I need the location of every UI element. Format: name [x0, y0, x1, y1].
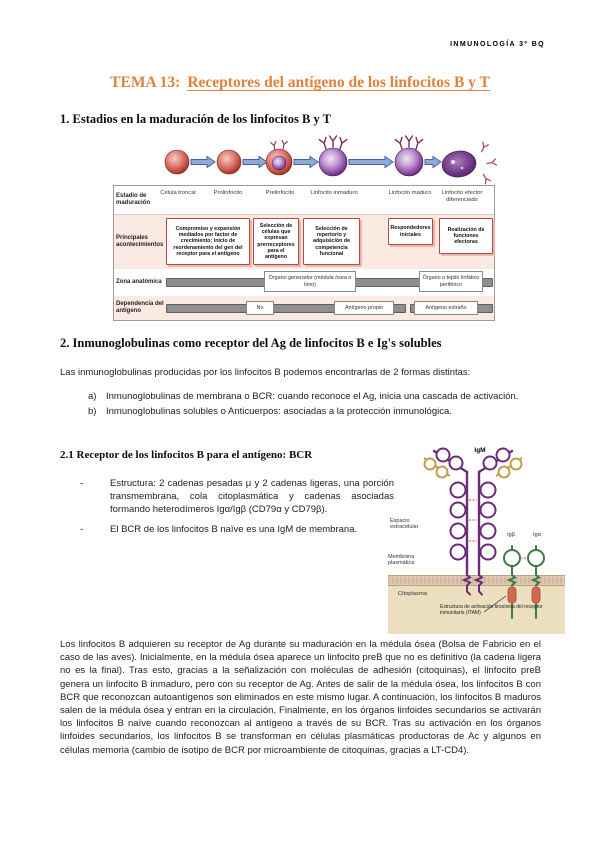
igm-domains — [435, 447, 511, 561]
course-header: INMUNOLOGÍA 3º BQ — [450, 41, 545, 48]
bcr-bullet-list: - Estructura: 2 cadenas pesadas μ y 2 ca… — [72, 477, 394, 542]
list-marker-a: a) — [88, 391, 97, 402]
title-prefix: TEMA 13: — [110, 74, 181, 91]
effector-lymphocyte-cell — [441, 141, 498, 185]
row-stage — [114, 186, 494, 214]
list-item-a-text: Inmunoglobulinas de membrana o BCR: cuan… — [106, 391, 519, 402]
bcr-graphic — [388, 447, 565, 634]
figure-maturation-stages: Estadio de maduración Principales aconte… — [113, 133, 498, 325]
bullet-naive-igm-text: El BCR de los linfocitos B naïve es una … — [110, 523, 358, 535]
dependence-label-self-antigen: Antígeno propio — [334, 301, 394, 315]
dependence-label-no: No — [246, 301, 274, 315]
section-2-heading: 2. Inmunoglobulinas como receptor del Ag… — [60, 336, 442, 350]
itam-motifs — [507, 586, 541, 604]
ig-beta-label: Igβ — [507, 532, 515, 538]
bullet-marker: - — [80, 523, 84, 535]
event-box-effector-functions: Realización de funciones efectoras — [439, 218, 493, 254]
closing-paragraph: Los linfocitos B adquieren su receptor d… — [60, 639, 541, 756]
list-marker-b: b) — [88, 406, 97, 418]
row-label-events: Principales acontecimientos — [116, 234, 164, 248]
bullet-structure: - Estructura: 2 cadenas pesadas μ y 2 ca… — [72, 477, 394, 517]
list-item-b: b) Inmunoglobulinas solubles o Anticuerp… — [88, 405, 540, 418]
prolymphocyte-cell — [216, 149, 242, 175]
stage-label-stem: Célula troncal — [160, 190, 196, 196]
igm-light-chains — [423, 457, 523, 479]
ig-alpha-label: Igα — [533, 532, 541, 538]
stage-label-prelymphocyte: Prelinfocito — [265, 190, 295, 196]
bullet-naive-igm: - El BCR de los linfocitos B naïve es un… — [72, 523, 394, 536]
page-title: TEMA 13: Receptores del antígeno de los l… — [0, 74, 600, 92]
stage-label-immature: Linfocito inmaduro — [310, 190, 358, 196]
maturation-table: Estadio de maduración Principales aconte… — [113, 185, 495, 321]
zone-label-generator-organ: Órgano generador (médula ósea o timo) — [264, 271, 356, 292]
cytoplasm-label: Citoplasma — [398, 591, 427, 597]
event-box-initial-responders: Respondedores iniciales — [388, 218, 433, 245]
stage-label-effector: Linfocito efector diferenciado — [441, 190, 483, 203]
igm-label: IgM — [474, 447, 486, 454]
membrane-label: Membrana plasmática — [388, 554, 415, 567]
itam-note: Estructura de activación tirosínica del … — [440, 604, 543, 616]
list-item-b-text: Inmunoglobulinas solubles o Anticuerpos:… — [106, 406, 452, 418]
zone-label-peripheral-organ: Órgano o tejido linfático periférico — [419, 271, 483, 292]
extracellular-label: Espacio extracelular — [390, 518, 419, 531]
row-label-dependence: Dependencia del antígeno — [116, 301, 164, 314]
row-label-zone: Zona anatómica — [116, 279, 162, 285]
immature-lymphocyte-cell — [318, 135, 348, 177]
section-2-intro: Las inmunoglobulinas producidas por los … — [60, 367, 471, 378]
ig-types-list: a) Inmunoglobulinas de membrana o BCR: c… — [88, 390, 540, 420]
stage-label-prolymphocyte: Prolinfocito — [213, 190, 243, 196]
list-item-a: a) Inmunoglobulinas de membrana o BCR: c… — [88, 390, 540, 403]
bullet-structure-text: Estructura: 2 cadenas pesadas μ y 2 cade… — [110, 478, 394, 516]
mature-lymphocyte-cell — [394, 135, 424, 177]
disulfide-bonds — [469, 499, 477, 542]
arrow-icon — [190, 155, 442, 169]
stage-label-mature: Linfocito maduro — [388, 190, 432, 196]
cell-row-graphic — [164, 135, 498, 185]
row-label-stage: Estadio de maduración — [116, 193, 151, 206]
prelymphocyte-cell — [265, 139, 293, 176]
stem-cell — [164, 149, 190, 175]
section-2-1-heading: 2.1 Receptor de los linfocitos B para el… — [60, 449, 313, 461]
itam-leader-line — [483, 595, 507, 613]
event-box-repertoire: Selección de repertorio y adquisición de… — [303, 218, 360, 265]
ig-alpha-beta-domains — [503, 549, 545, 567]
event-box-selection-prereceptor: Selección de células que expresan prerre… — [253, 218, 299, 265]
figure-bcr-complex: IgM Espacio extracelular Membrana plasmá… — [388, 446, 565, 636]
section-1-heading: 1. Estadios en la maduración de los linf… — [60, 112, 331, 126]
dependence-label-foreign-antigen: Antígeno extraño — [414, 301, 478, 315]
title-main: Receptores del antígeno de los linfocito… — [187, 74, 490, 91]
event-box-commitment: Compromiso y expansión mediados por fact… — [166, 218, 250, 265]
bullet-marker: - — [80, 478, 84, 489]
